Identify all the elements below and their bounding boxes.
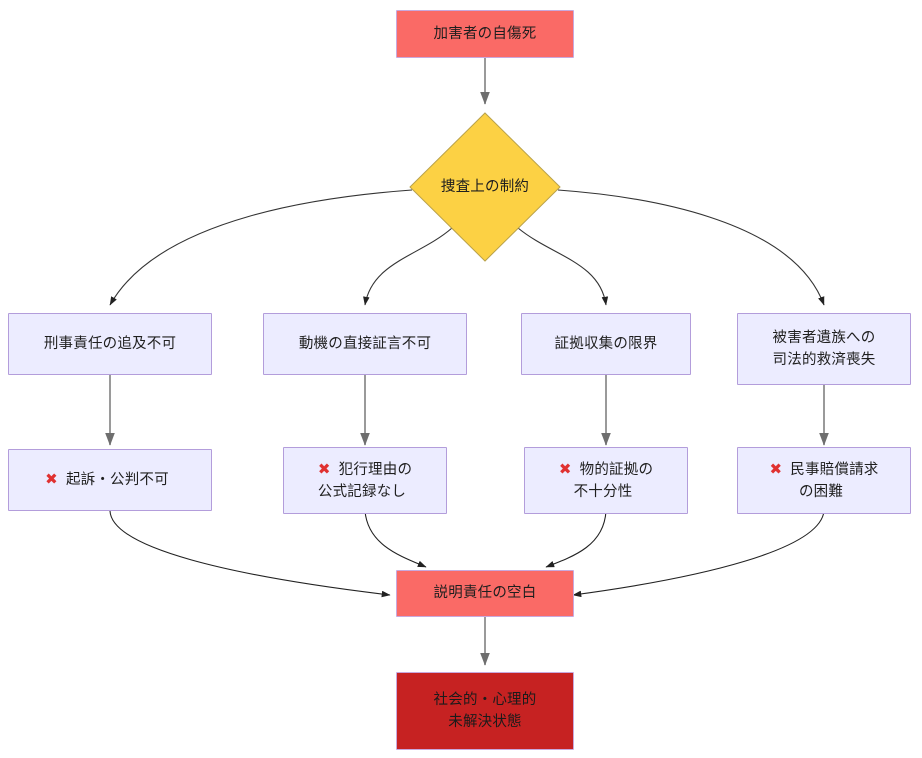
edge-x3-gap bbox=[545, 510, 607, 568]
x-mark-icon: ✖ bbox=[317, 460, 331, 478]
node-x3-label: 物的証拠の 不十分性 bbox=[573, 461, 654, 500]
node-c2-label: 動機の直接証言不可 bbox=[298, 335, 432, 352]
x-mark-icon: ✖ bbox=[558, 460, 572, 478]
node-x3[interactable]: ✖物的証拠の 不十分性 bbox=[524, 447, 688, 514]
node-x4-label: 民事賠償請求 の困難 bbox=[790, 461, 879, 500]
edge-x2-gap bbox=[364, 510, 427, 568]
node-x1-content: ✖ 起訴・公判不可 bbox=[45, 468, 175, 491]
node-decision[interactable]: 捜査上の制約 bbox=[409, 112, 561, 262]
node-final[interactable]: 社会的・心理的 未解決状態 bbox=[396, 672, 574, 750]
node-c4[interactable]: 被害者遺族への 司法的救済喪失 bbox=[737, 313, 911, 385]
node-x2-label: 犯行理由の 公式記録なし bbox=[317, 461, 413, 500]
node-final-label: 社会的・心理的 未解決状態 bbox=[433, 691, 537, 730]
node-c1[interactable]: 刑事責任の追及不可 bbox=[8, 313, 212, 375]
edge-x1-gap bbox=[109, 510, 391, 598]
edge-decision-c4 bbox=[557, 189, 825, 306]
node-c2[interactable]: 動機の直接証言不可 bbox=[263, 313, 467, 375]
node-x4[interactable]: ✖ 民事賠償請求 の困難 bbox=[737, 447, 911, 514]
node-gap[interactable]: 説明責任の空白 bbox=[396, 570, 574, 617]
node-x2-content: ✖犯行理由の 公式記録なし bbox=[318, 458, 412, 504]
node-decision-label: 捜査上の制約 bbox=[440, 178, 530, 195]
node-x1[interactable]: ✖ 起訴・公判不可 bbox=[8, 449, 212, 511]
x-mark-icon: ✖ bbox=[769, 460, 783, 478]
diamond-shape-icon bbox=[409, 112, 561, 262]
node-trigger[interactable]: 加害者の自傷死 bbox=[396, 10, 574, 58]
node-x2[interactable]: ✖犯行理由の 公式記録なし bbox=[283, 447, 447, 514]
node-gap-label: 説明責任の空白 bbox=[433, 585, 537, 602]
node-c4-label: 被害者遺族への 司法的救済喪失 bbox=[772, 329, 876, 368]
node-c3-label: 証拠収集の限界 bbox=[554, 335, 658, 352]
edge-decision-c1 bbox=[109, 189, 413, 306]
node-x1-label: 起訴・公判不可 bbox=[65, 472, 169, 489]
node-c3[interactable]: 証拠収集の限界 bbox=[521, 313, 691, 375]
node-x4-content: ✖ 民事賠償請求 の困難 bbox=[770, 458, 879, 504]
edge-x4-gap bbox=[572, 510, 825, 598]
node-trigger-label: 加害者の自傷死 bbox=[433, 25, 537, 42]
node-x3-content: ✖物的証拠の 不十分性 bbox=[559, 458, 653, 504]
x-mark-icon: ✖ bbox=[45, 471, 58, 489]
node-c1-label: 刑事責任の追及不可 bbox=[43, 335, 177, 352]
